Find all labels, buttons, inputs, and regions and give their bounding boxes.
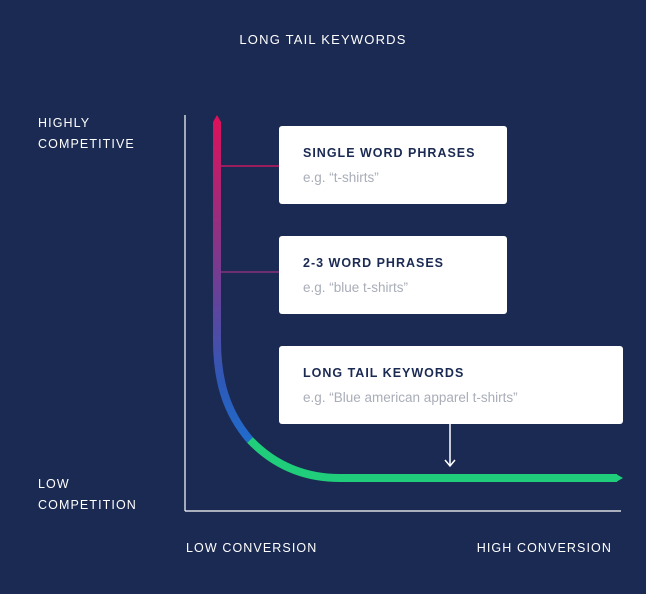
curve-competitive-segment bbox=[213, 122, 254, 443]
x-axis-right-label: HIGH CONVERSION bbox=[476, 541, 612, 555]
y-axis-top-label: HIGHLY COMPETITIVE bbox=[38, 113, 135, 155]
card-single-word-phrases: SINGLE WORD PHRASES e.g. “t-shirts” bbox=[279, 126, 507, 204]
card-single-word-example: e.g. “t-shirts” bbox=[303, 170, 379, 185]
card-long-tail-title: LONG TAIL KEYWORDS bbox=[303, 366, 465, 380]
curve-end-tip bbox=[616, 474, 623, 482]
x-axis-left-label: LOW CONVERSION bbox=[186, 541, 318, 555]
y-axis-bottom-label-line-1: LOW bbox=[38, 477, 70, 491]
long-tail-arrow-head bbox=[444, 459, 456, 468]
y-axis-top-label-line-1: HIGHLY bbox=[38, 116, 91, 130]
card-long-tail-example: e.g. “Blue american apparel t-shirts” bbox=[303, 390, 518, 405]
card-single-word-title: SINGLE WORD PHRASES bbox=[303, 146, 476, 160]
curve-long-tail-segment bbox=[247, 437, 617, 482]
y-axis-bottom-label: LOW COMPETITION bbox=[38, 474, 137, 516]
card-two-three-word-example: e.g. “blue t-shirts” bbox=[303, 280, 409, 295]
card-long-tail-keywords: LONG TAIL KEYWORDS e.g. “Blue american a… bbox=[279, 346, 623, 424]
y-axis-bottom-label-line-2: COMPETITION bbox=[38, 498, 137, 512]
y-axis-top-label-line-2: COMPETITIVE bbox=[38, 137, 135, 151]
curve-top-tip bbox=[213, 115, 221, 122]
card-two-three-word-phrases: 2-3 WORD PHRASES e.g. “blue t-shirts” bbox=[279, 236, 507, 314]
card-two-three-word-title: 2-3 WORD PHRASES bbox=[303, 256, 445, 270]
diagram-title: LONG TAIL KEYWORDS bbox=[239, 32, 407, 47]
